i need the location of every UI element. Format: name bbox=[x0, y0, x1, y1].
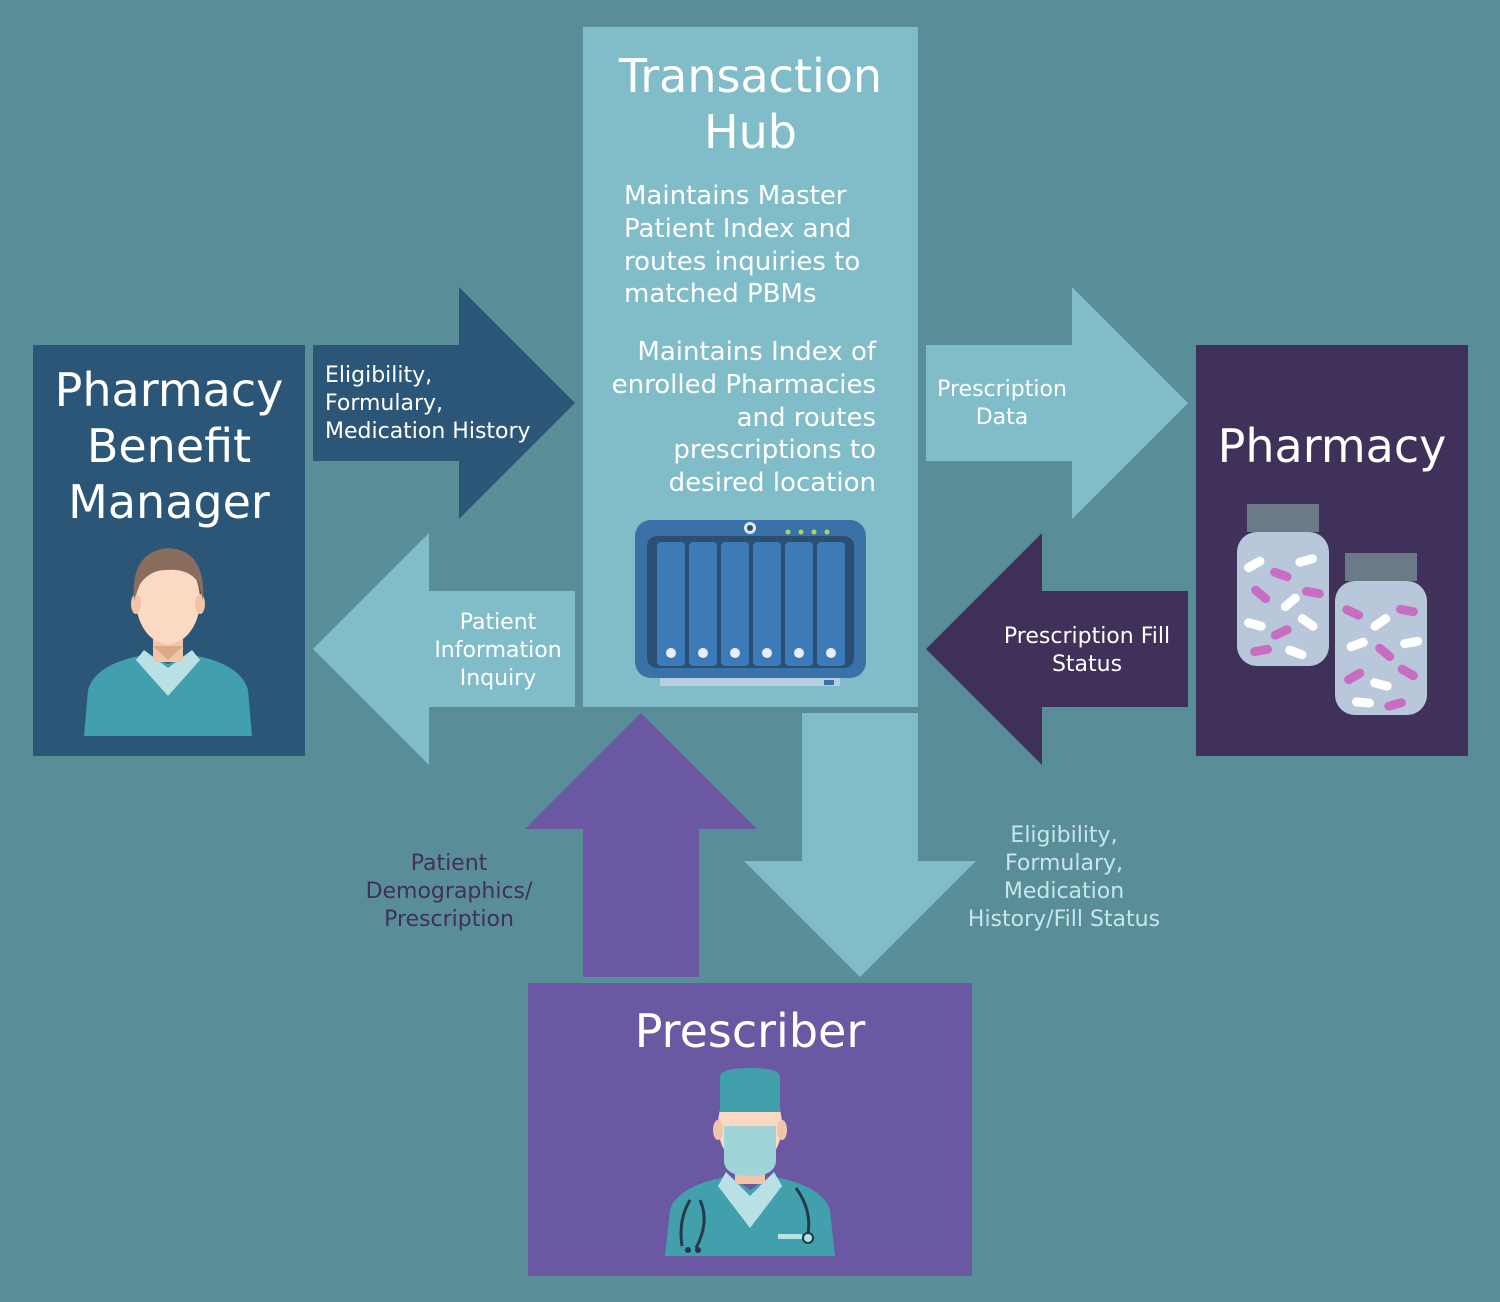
prescriber-title: Prescriber bbox=[634, 1004, 866, 1058]
server-icon bbox=[635, 520, 866, 686]
arrow-pbm-to-hub bbox=[313, 287, 575, 519]
pharmacy-box bbox=[1196, 345, 1468, 756]
hub-title: Transaction Hub bbox=[618, 49, 883, 160]
label-hub-to-pharmacy: Prescription Data bbox=[937, 377, 1067, 431]
arrow-hub-to-pbm bbox=[313, 533, 575, 765]
label-prescriber-to-hub: Patient Demographics/ Prescription bbox=[365, 851, 533, 933]
arrow-pharmacy-to-hub bbox=[926, 533, 1188, 765]
arrow-prescriber-to-hub bbox=[525, 713, 757, 977]
pbm-title: Pharmacy Benefit Manager bbox=[54, 363, 284, 530]
hub-description-pbm: Maintains Master Patient Index and route… bbox=[624, 181, 861, 310]
label-hub-to-prescriber: Eligibility, Formulary, Medication Histo… bbox=[967, 823, 1161, 933]
label-pharmacy-to-hub: Prescription Fill Status bbox=[1003, 624, 1171, 678]
arrow-hub-to-pharmacy bbox=[926, 287, 1188, 519]
doctor-avatar-icon bbox=[665, 1068, 835, 1256]
label-pbm-to-hub: Eligibility, Formulary, Medication Histo… bbox=[325, 363, 531, 445]
hub-description-pharmacy: Maintains Index of enrolled Pharmacies a… bbox=[611, 337, 876, 498]
pharmacy-title: Pharmacy bbox=[1217, 419, 1447, 473]
arrow-hub-to-prescriber bbox=[744, 713, 976, 977]
manager-avatar-icon bbox=[84, 548, 252, 736]
label-hub-to-pbm: Patient Information Inquiry bbox=[434, 610, 562, 692]
pill-bottles-icon bbox=[1237, 504, 1427, 715]
